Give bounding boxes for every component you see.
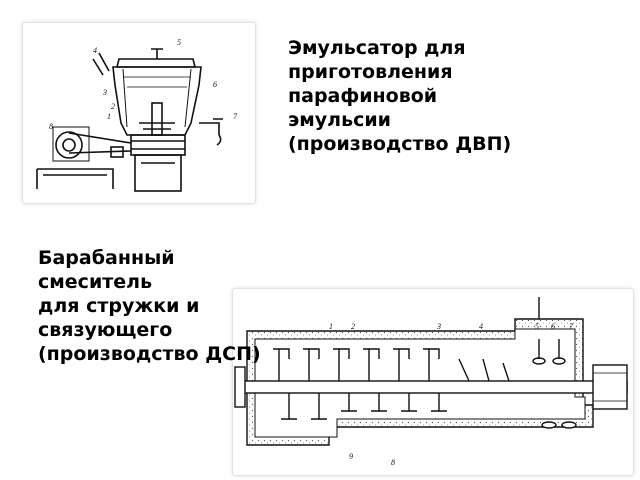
mixer-lower-paddles [281, 393, 447, 420]
mixer-label-6: 6 [551, 322, 555, 331]
emulsifier-base-housing [130, 134, 186, 156]
mixer-label-9: 9 [349, 452, 353, 461]
emulsifier-label-3: 3 [102, 88, 107, 97]
emulsifier-label-7: 7 [233, 112, 238, 121]
emulsifier-lid [115, 58, 197, 68]
caption-drum-mixer: Барабанный смеситель для стружки и связу… [38, 247, 261, 365]
mixer-label-3: 3 [436, 322, 441, 331]
mixer-upper-paddles [273, 348, 510, 382]
emulsifier-label-5: 5 [177, 38, 181, 47]
caption-emulsifier: Эмульсатор для приготовления парафиновой… [288, 37, 512, 155]
motor-frame [36, 168, 114, 189]
mixer-label-4: 4 [479, 322, 483, 331]
emulsifier-label-2: 2 [111, 102, 115, 111]
mixer-label-1: 1 [329, 322, 333, 331]
mixer-label-5: 5 [535, 322, 539, 331]
motor-body [55, 131, 83, 159]
emulsifier-outlet-pipe [199, 118, 223, 135]
emulsifier-label-1: 1 [107, 112, 111, 121]
emulsifier-label-8: 8 [49, 122, 53, 131]
emulsifier-label-4: 4 [93, 46, 97, 55]
drum-mixer-drawing: 1 2 3 4 5 6 7 8 9 [232, 288, 634, 476]
drum-mixer-svg: 1 2 3 4 5 6 7 8 9 [234, 297, 628, 467]
emulsifier-pedestal [134, 154, 182, 192]
emulsifier-drawing: 1 2 3 4 5 6 7 8 [22, 22, 256, 204]
mixer-label-8: 8 [391, 458, 395, 467]
mixer-nozzles [532, 339, 577, 429]
emulsifier-side-arm [92, 52, 110, 76]
emulsifier-shaft [151, 102, 163, 136]
mixer-label-2: 2 [351, 322, 355, 331]
mixer-label-7: 7 [569, 322, 574, 331]
emulsifier-label-6: 6 [213, 80, 217, 89]
mixer-shaft [238, 380, 628, 394]
emulsifier-svg: 1 2 3 4 5 6 7 8 [36, 38, 238, 192]
